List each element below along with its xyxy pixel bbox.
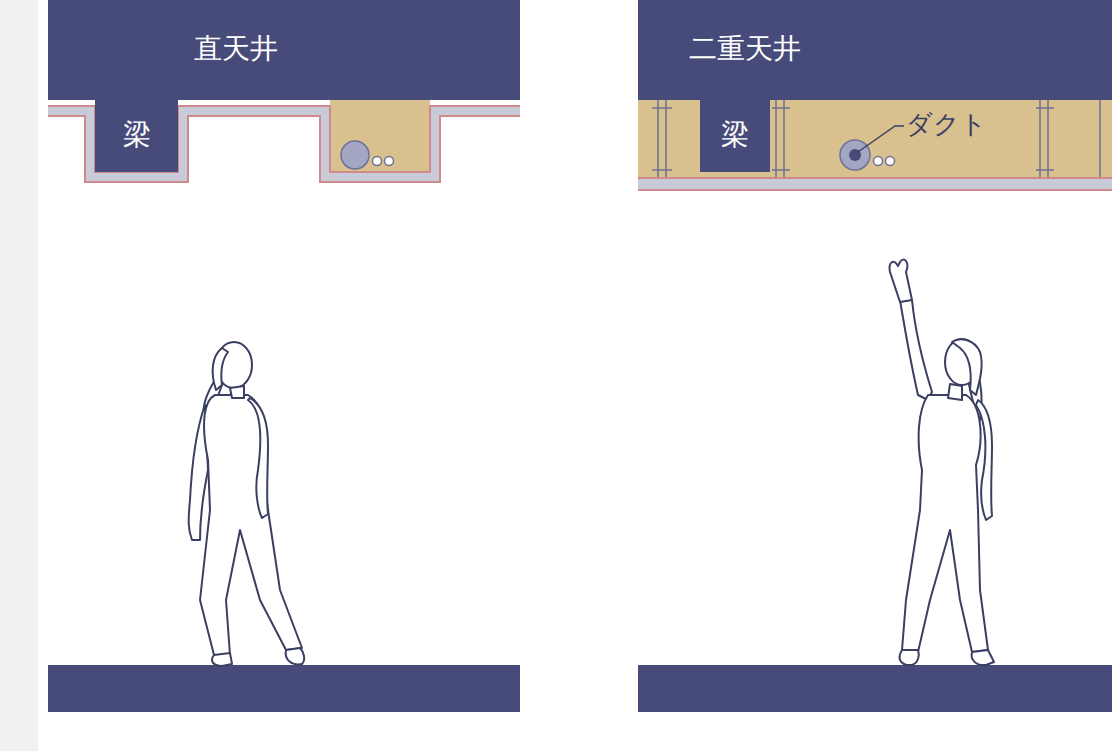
pipe <box>886 157 895 166</box>
duct <box>840 140 870 170</box>
slab <box>638 0 1112 100</box>
duct-space <box>330 100 430 172</box>
part-label: ダクト <box>906 110 987 139</box>
ceiling-type-heading: 直天井 <box>48 0 520 98</box>
duct <box>341 141 369 169</box>
beam <box>95 98 178 172</box>
node-text: 二重天井 <box>689 34 801 65</box>
ceiling-board-edge <box>638 177 1112 179</box>
floor <box>638 665 1112 712</box>
node-text: 梁 <box>721 120 749 151</box>
pipe <box>385 157 394 166</box>
ceiling-type-heading: 二重天井 <box>638 0 1112 98</box>
slab <box>48 0 520 100</box>
pipe <box>874 157 883 166</box>
side-strip <box>0 0 38 751</box>
ceiling-board-edge <box>638 189 1112 191</box>
node-text: 直天井 <box>194 34 278 65</box>
pipe <box>373 157 382 166</box>
ceiling-board <box>638 178 1112 190</box>
floor <box>48 665 520 712</box>
beam-box: 梁 <box>95 98 178 172</box>
leader-line <box>858 126 904 152</box>
person <box>189 342 304 666</box>
person <box>890 260 994 666</box>
beam <box>700 98 770 172</box>
beam-box: 梁 <box>700 98 770 172</box>
node-text: 梁 <box>123 120 151 151</box>
